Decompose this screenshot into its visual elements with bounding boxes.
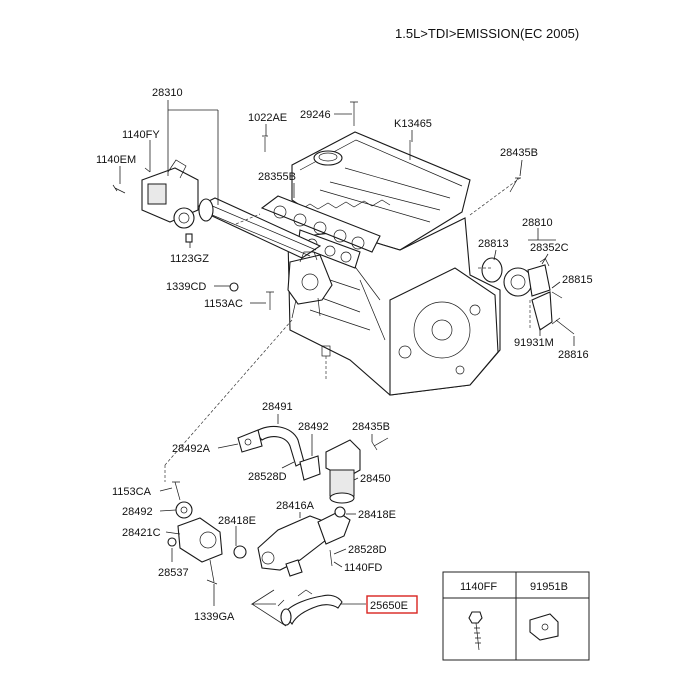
diagram-title: 1.5L>TDI>EMISSION(EC 2005)	[395, 26, 579, 41]
vacuum-pump	[481, 257, 575, 335]
egr-housing	[233, 506, 351, 577]
highlight-box-25650e	[366, 595, 418, 614]
label-28435b-top[interactable]: 28435B	[500, 147, 538, 159]
label-28813[interactable]: 28813	[478, 238, 509, 250]
label-91931m[interactable]: 91931M	[514, 337, 554, 349]
part-labels: 28310 1140FY 1140EM 1123GZ 1022AE 29246 …	[96, 87, 593, 623]
label-28352c[interactable]: 28352C	[530, 242, 569, 254]
bolt-icon	[468, 611, 483, 651]
table-col2-header[interactable]: 91951B	[530, 581, 568, 593]
label-1153ac[interactable]: 1153AC	[204, 298, 243, 310]
label-28355b[interactable]: 28355B	[258, 171, 296, 183]
label-28491[interactable]: 28491	[262, 401, 293, 413]
label-25650e[interactable]: 25650E	[370, 600, 408, 612]
label-k13465[interactable]: K13465	[394, 118, 432, 130]
label-28310[interactable]: 28310	[152, 87, 183, 99]
table-col1-header[interactable]: 1140FF	[460, 581, 497, 593]
label-1140fd[interactable]: 1140FD	[344, 562, 382, 574]
label-28815[interactable]: 28815	[562, 274, 593, 286]
egr-pipe-28491	[237, 425, 305, 467]
label-28816[interactable]: 28816	[558, 349, 589, 361]
label-1339cd[interactable]: 1339CD	[166, 281, 206, 293]
lower-left-parts	[167, 481, 223, 585]
egr-cooler	[112, 159, 322, 259]
label-28537[interactable]: 28537	[158, 567, 189, 579]
label-28418e-a[interactable]: 28418E	[218, 515, 256, 527]
label-28492-a[interactable]: 28492	[298, 421, 329, 433]
leader-lines	[119, 100, 575, 627]
label-28416a[interactable]: 28416A	[276, 500, 315, 512]
label-1123gz[interactable]: 1123GZ	[170, 253, 209, 265]
hose-25650e	[277, 589, 343, 626]
label-29246[interactable]: 29246	[300, 109, 331, 121]
label-28528d-b[interactable]: 28528D	[348, 544, 387, 556]
label-28492a[interactable]: 28492A	[172, 443, 211, 455]
egr-valve	[299, 437, 389, 504]
intake-flange	[287, 251, 333, 319]
label-1022ae[interactable]: 1022AE	[248, 112, 287, 124]
label-28435b-mid[interactable]: 28435B	[352, 421, 390, 433]
bracket-icon	[529, 613, 559, 641]
label-1339ga[interactable]: 1339GA	[194, 611, 235, 623]
label-1153ca[interactable]: 1153CA	[112, 486, 152, 498]
label-28810[interactable]: 28810	[522, 217, 553, 229]
label-28492-b[interactable]: 28492	[122, 506, 153, 518]
label-28418e-b[interactable]: 28418E	[358, 509, 396, 521]
label-28450[interactable]: 28450	[360, 473, 391, 485]
label-1140fy[interactable]: 1140FY	[122, 129, 160, 141]
dashed-connectors	[164, 177, 531, 482]
parts-table: 1140FF 91951B	[442, 571, 590, 661]
label-1140em[interactable]: 1140EM	[96, 154, 136, 166]
label-28528d-a[interactable]: 28528D	[248, 471, 287, 483]
label-28421c[interactable]: 28421C	[122, 527, 161, 539]
